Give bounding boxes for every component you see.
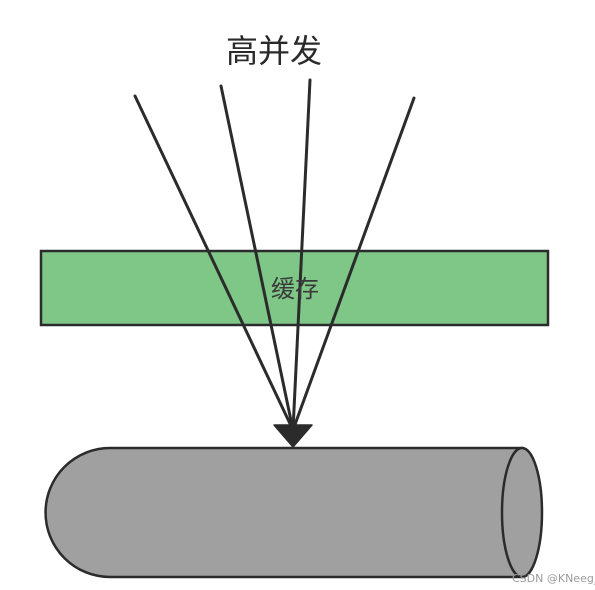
request-line-3 xyxy=(291,78,312,432)
watermark: CSDN @KNeeg_ xyxy=(512,572,595,585)
cache-box xyxy=(39,249,550,327)
request-lines xyxy=(133,78,416,432)
diagram-title: 高并发 xyxy=(226,32,322,70)
request-line-2 xyxy=(219,84,295,432)
request-line-1 xyxy=(133,94,295,432)
arrow-head xyxy=(273,424,313,448)
request-line-4 xyxy=(291,96,416,432)
cache-label: 缓存 xyxy=(271,275,319,303)
database-cylinder-end xyxy=(500,446,544,579)
database-cylinder xyxy=(44,446,524,579)
